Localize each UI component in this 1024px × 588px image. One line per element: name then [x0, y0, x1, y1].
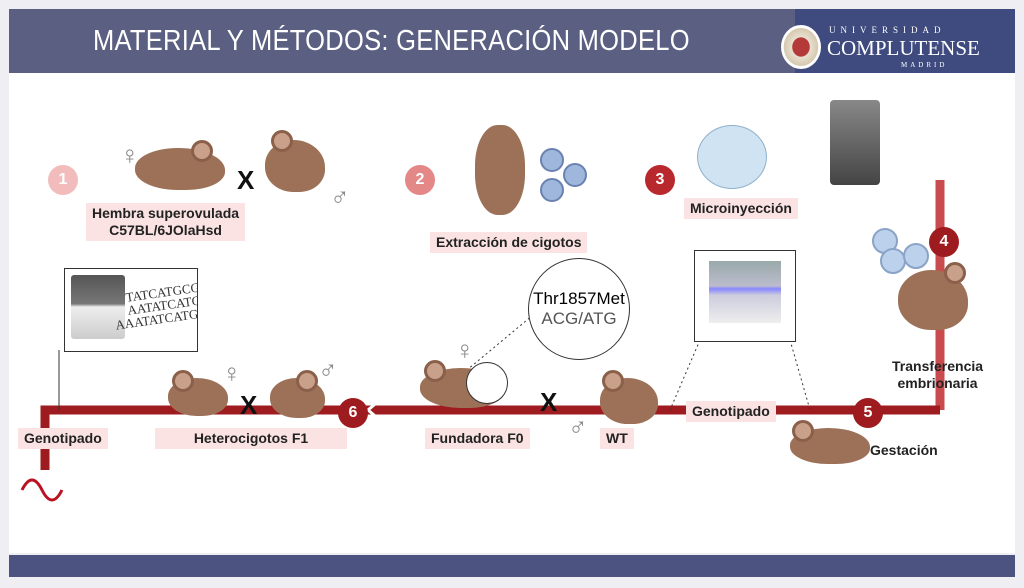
- microinjection-cell-icon: [697, 125, 767, 189]
- label-wt: WT: [600, 428, 634, 449]
- sequencer-inset: [694, 250, 796, 342]
- embryo-icon: [903, 243, 929, 269]
- zygote-icon: [540, 178, 564, 202]
- logo-line2: COMPLUTENSE: [827, 36, 980, 60]
- recipient-mouse: [898, 262, 968, 330]
- embryo-icon: [880, 248, 906, 274]
- donor-mouse: [475, 125, 525, 215]
- label-extraccion: Extracción de cigotos: [430, 232, 588, 253]
- label-genotipado-mid: Genotipado: [686, 401, 776, 422]
- pregnant-mouse: [790, 420, 870, 464]
- cross-symbol: X: [237, 165, 255, 195]
- header-bar: MATERIAL Y MÉTODOS: GENERACIÓN MODELO UN…: [9, 9, 1015, 73]
- cross-symbol: X: [540, 387, 558, 417]
- wt-mouse: [600, 370, 658, 424]
- f1-mouse: [168, 370, 228, 416]
- seal-icon: [781, 25, 821, 69]
- female-icon: ♀: [455, 335, 475, 365]
- arrow-head: [621, 168, 637, 192]
- dna-icon: [20, 478, 64, 502]
- f1-mouse: [270, 370, 325, 418]
- micromanipulator-icon: [830, 100, 880, 185]
- cross-symbol: X: [240, 390, 258, 420]
- label-genotipado-end: Genotipado: [18, 428, 108, 449]
- step-2-badge: 2: [405, 165, 435, 195]
- label-gestacion: Gestación: [870, 442, 938, 458]
- female-icon: ♀: [222, 358, 242, 388]
- mutation-codon: ACG/ATG: [541, 309, 617, 328]
- step-5-badge: 5: [853, 398, 883, 428]
- zoom-line: [669, 339, 701, 411]
- header-accent: [795, 9, 1015, 73]
- zygote-icon: [540, 148, 564, 172]
- label-heterocigotos: Heterocigotos F1: [155, 428, 347, 449]
- label-fundadora: Fundadora F0: [425, 428, 530, 449]
- mutation-callout: Thr1857Met ACG/ATG: [528, 258, 630, 360]
- male-icon: ♂: [330, 182, 350, 212]
- step-1-badge: 1: [48, 165, 78, 195]
- male-mouse: [265, 130, 325, 192]
- male-icon: ♂: [568, 412, 588, 442]
- zoom-line: [789, 339, 811, 411]
- male-icon: ♂: [318, 355, 338, 385]
- sequencer-icon: [709, 261, 781, 323]
- mutation-name: Thr1857Met: [533, 289, 625, 308]
- university-logo: UNIVERSIDAD COMPLUTENSE MADRID: [781, 23, 980, 73]
- step-3-badge: 3: [645, 165, 675, 195]
- gel-inset-icon: [466, 362, 508, 404]
- arrow-head: [365, 398, 381, 422]
- female-mouse: [135, 140, 225, 190]
- zygote-icon: [563, 163, 587, 187]
- footer-bar: [9, 555, 1015, 577]
- sequencing-machine-icon: [71, 275, 125, 339]
- female-icon: ♀: [120, 140, 140, 170]
- label-microinyeccion: Microinyección: [684, 198, 798, 219]
- page-title: MATERIAL Y MÉTODOS: GENERACIÓN MODELO: [93, 25, 690, 57]
- step-6-badge: 6: [338, 398, 368, 428]
- logo-line3: MADRID: [901, 61, 948, 69]
- step-4-badge: 4: [929, 227, 959, 257]
- logo-line1: UNIVERSIDAD: [829, 25, 946, 35]
